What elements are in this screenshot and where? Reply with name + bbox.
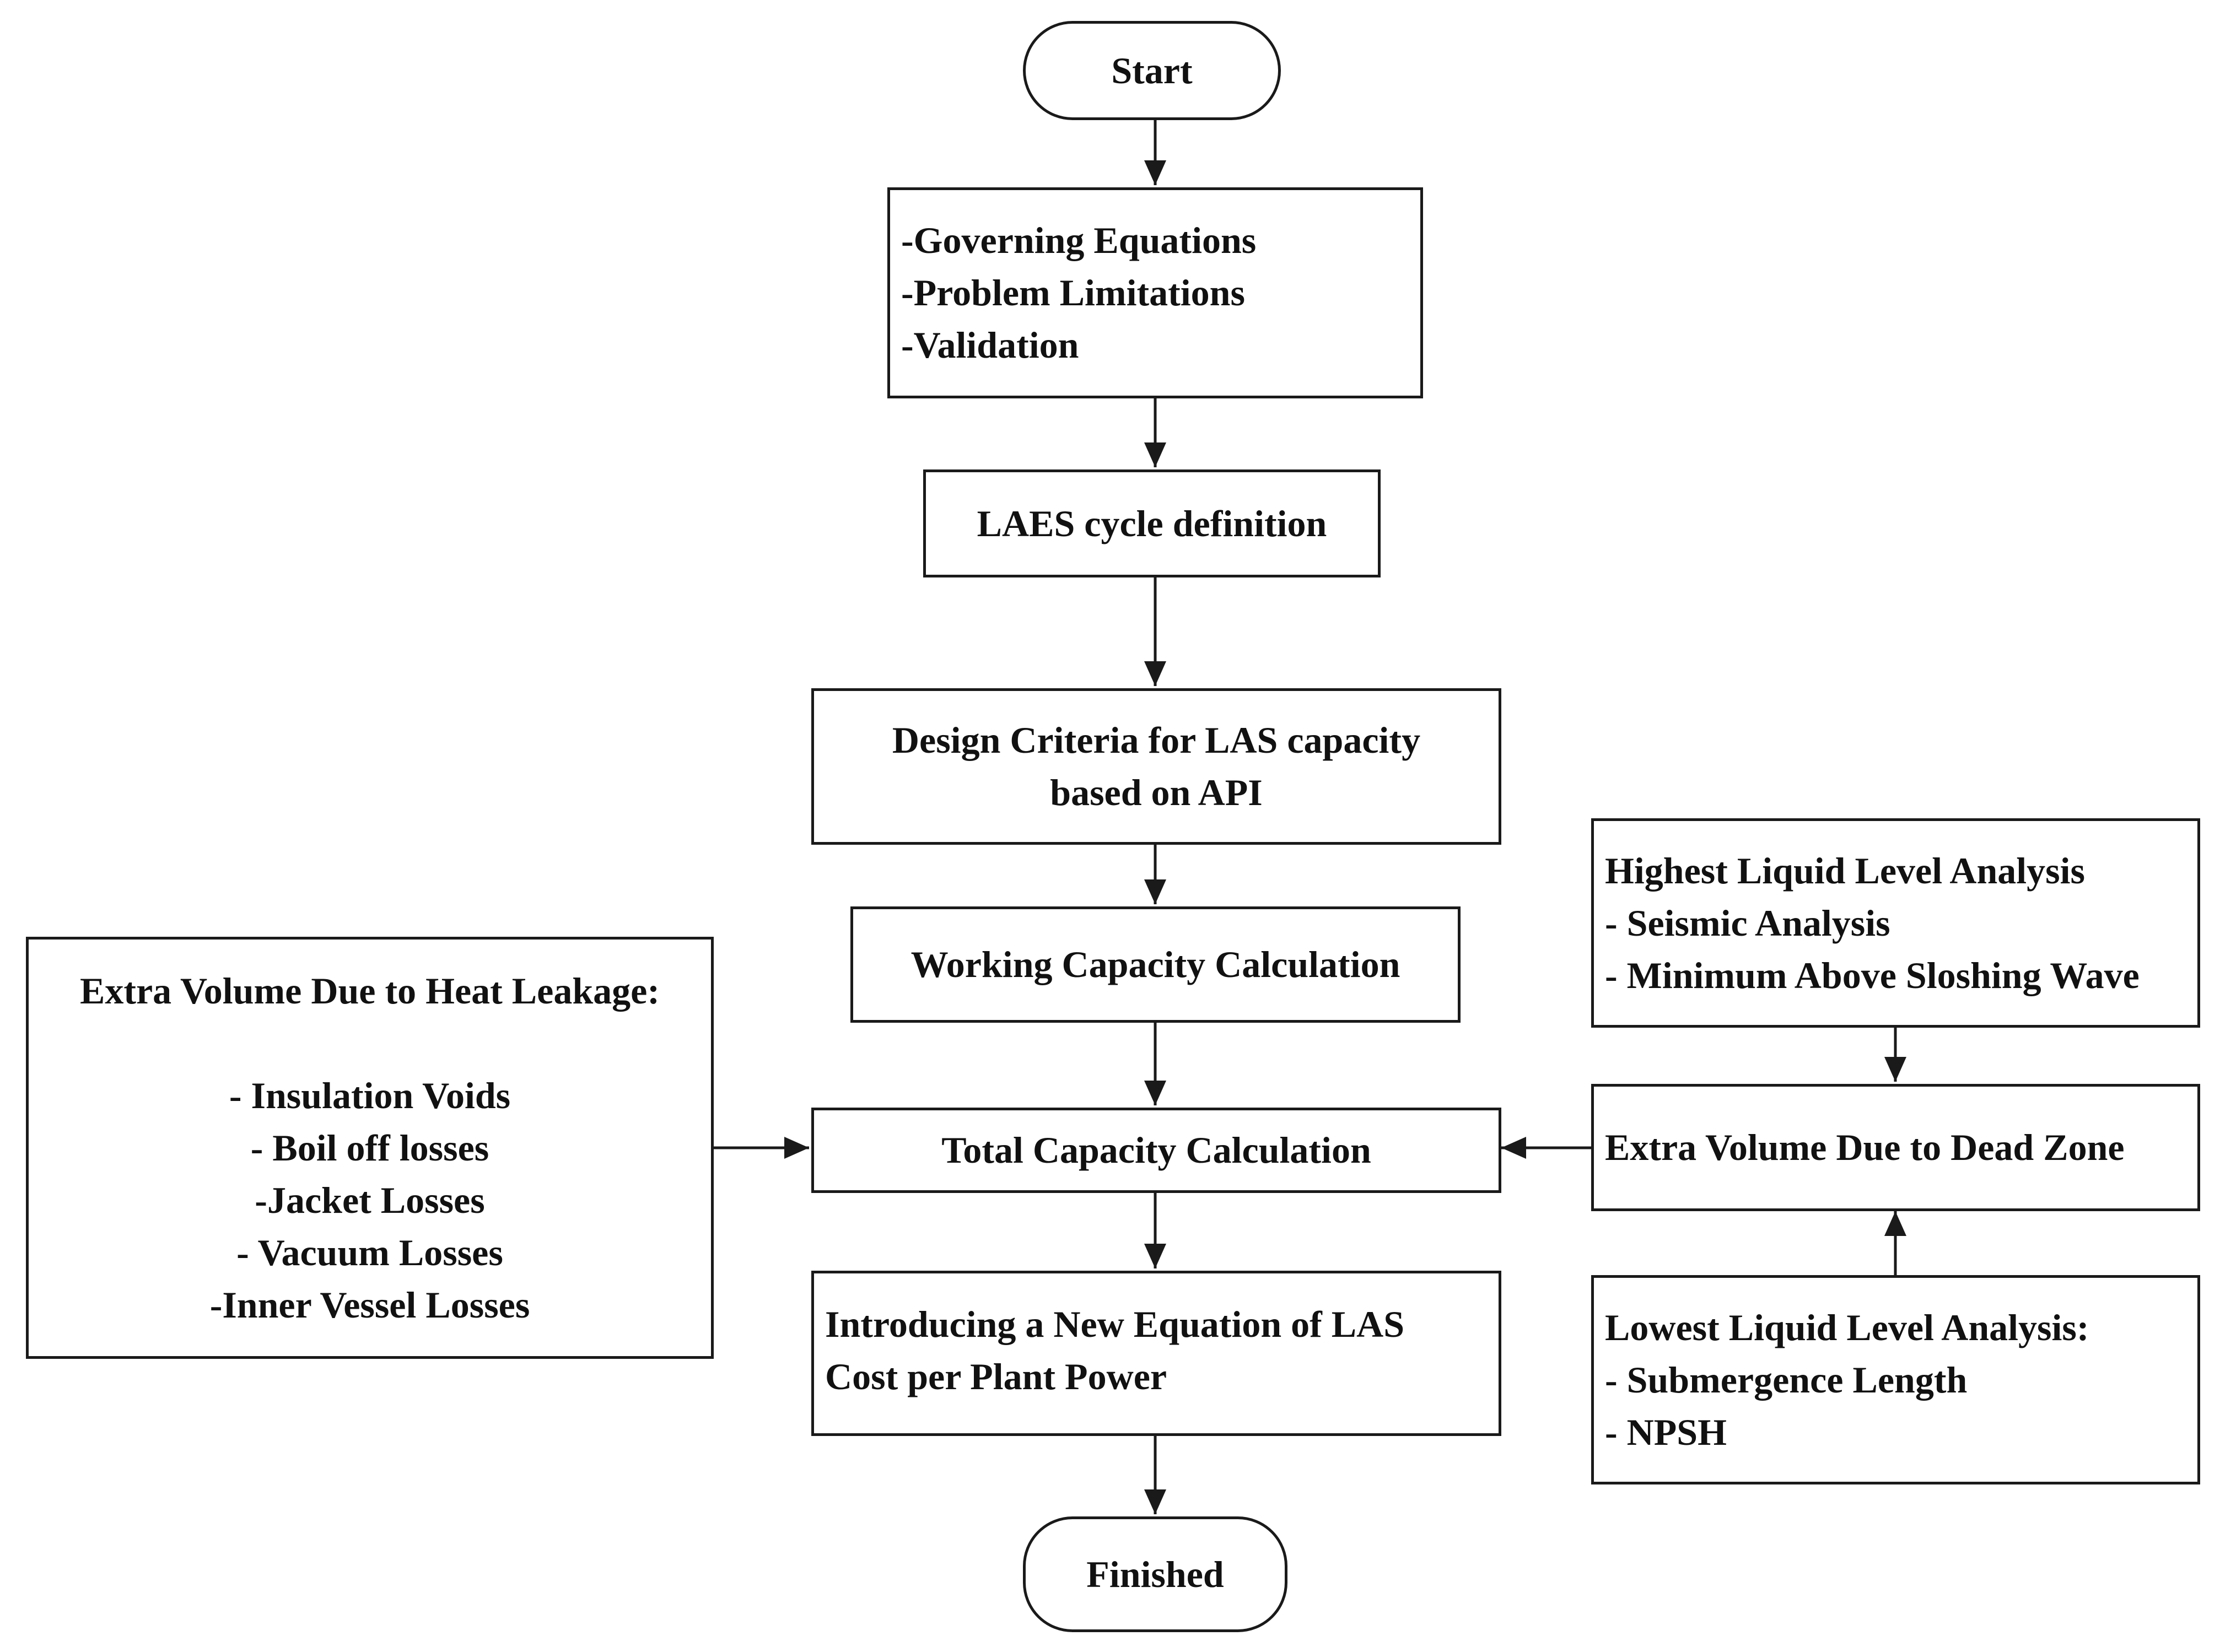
total-capacity-box: Total Capacity Calculation	[811, 1108, 1501, 1193]
design-line-1: Design Criteria for LAS capacity	[892, 719, 1421, 761]
introducing-equation-box: Introducing a New Equation of LAS Cost p…	[811, 1271, 1501, 1436]
laes-cycle-label: LAES cycle definition	[977, 502, 1327, 544]
start-label: Start	[1111, 49, 1193, 91]
highest-level-line-1: Highest Liquid Level Analysis	[1605, 849, 2085, 892]
heat-leakage-item-2: - Boil off losses	[250, 1126, 489, 1169]
dead-zone-box: Extra Volume Due to Dead Zone	[1591, 1084, 2200, 1211]
heat-leakage-box: Extra Volume Due to Heat Leakage: - Insu…	[26, 937, 714, 1359]
total-capacity-label: Total Capacity Calculation	[941, 1129, 1371, 1171]
highest-level-box: Highest Liquid Level Analysis - Seismic …	[1591, 818, 2200, 1028]
introducing-line-2: Cost per Plant Power	[825, 1356, 1167, 1397]
lowest-level-line-2: - Submergence Length	[1605, 1358, 1968, 1401]
heat-leakage-item-1: - Insulation Voids	[229, 1074, 511, 1116]
heat-leakage-title: Extra Volume Due to Heat Leakage:	[79, 969, 660, 1012]
introducing-line-1: Introducing a New Equation of LAS	[825, 1303, 1405, 1345]
lowest-level-line-3: - NPSH	[1605, 1411, 1727, 1453]
working-capacity-label: Working Capacity Calculation	[910, 943, 1400, 985]
governing-line-1: -Governing Equations	[901, 219, 1257, 261]
design-criteria-box: Design Criteria for LAS capacity based o…	[811, 688, 1501, 845]
governing-box: -Governing Equations -Problem Limitation…	[887, 187, 1423, 398]
highest-level-line-3: - Minimum Above Sloshing Wave	[1605, 954, 2140, 996]
heat-leakage-item-5: -Inner Vessel Losses	[209, 1283, 530, 1326]
dead-zone-label: Extra Volume Due to Dead Zone	[1605, 1126, 2125, 1168]
design-line-2: based on API	[1050, 771, 1263, 813]
heat-leakage-item-3: -Jacket Losses	[255, 1179, 485, 1221]
start-terminal: Start	[1023, 21, 1281, 120]
finished-terminal: Finished	[1023, 1516, 1287, 1632]
finished-label: Finished	[1086, 1553, 1224, 1595]
heat-leakage-item-4: - Vacuum Losses	[236, 1231, 503, 1273]
lowest-level-box: Lowest Liquid Level Analysis: - Submerge…	[1591, 1275, 2200, 1484]
highest-level-line-2: - Seismic Analysis	[1605, 901, 1890, 944]
governing-line-3: -Validation	[901, 324, 1079, 366]
governing-line-2: -Problem Limitations	[901, 272, 1245, 314]
working-capacity-box: Working Capacity Calculation	[850, 906, 1461, 1023]
laes-cycle-box: LAES cycle definition	[923, 469, 1381, 577]
lowest-level-line-1: Lowest Liquid Level Analysis:	[1605, 1306, 2089, 1348]
